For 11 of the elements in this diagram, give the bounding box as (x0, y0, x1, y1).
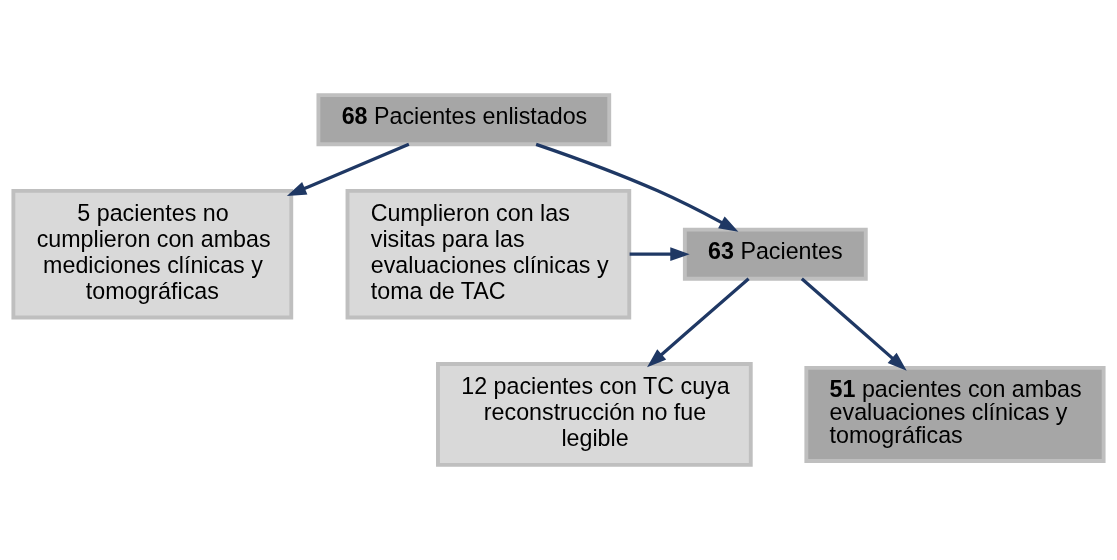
arrow (535, 142, 739, 232)
node-box: 51 pacientes con ambas evaluaciones clínicas y tomográficas (804, 365, 1106, 463)
node-box: 63 Pacientes (682, 227, 868, 281)
node-box: 12 pacientes con TC cuya reconstrucción no fue legible (436, 362, 753, 467)
arrow (629, 247, 690, 261)
node-box: 68 Pacientes enlistados (316, 93, 612, 147)
arrow (286, 142, 410, 196)
node-box: Cumplieron con las visitas para las evaluaciones clínicas y toma de TAC (345, 188, 632, 320)
node-box: 5 pacientes no cumplieron con ambas mediciones clínicas y tomográficas (11, 188, 294, 320)
arrow (800, 277, 907, 371)
arrow (647, 277, 750, 368)
